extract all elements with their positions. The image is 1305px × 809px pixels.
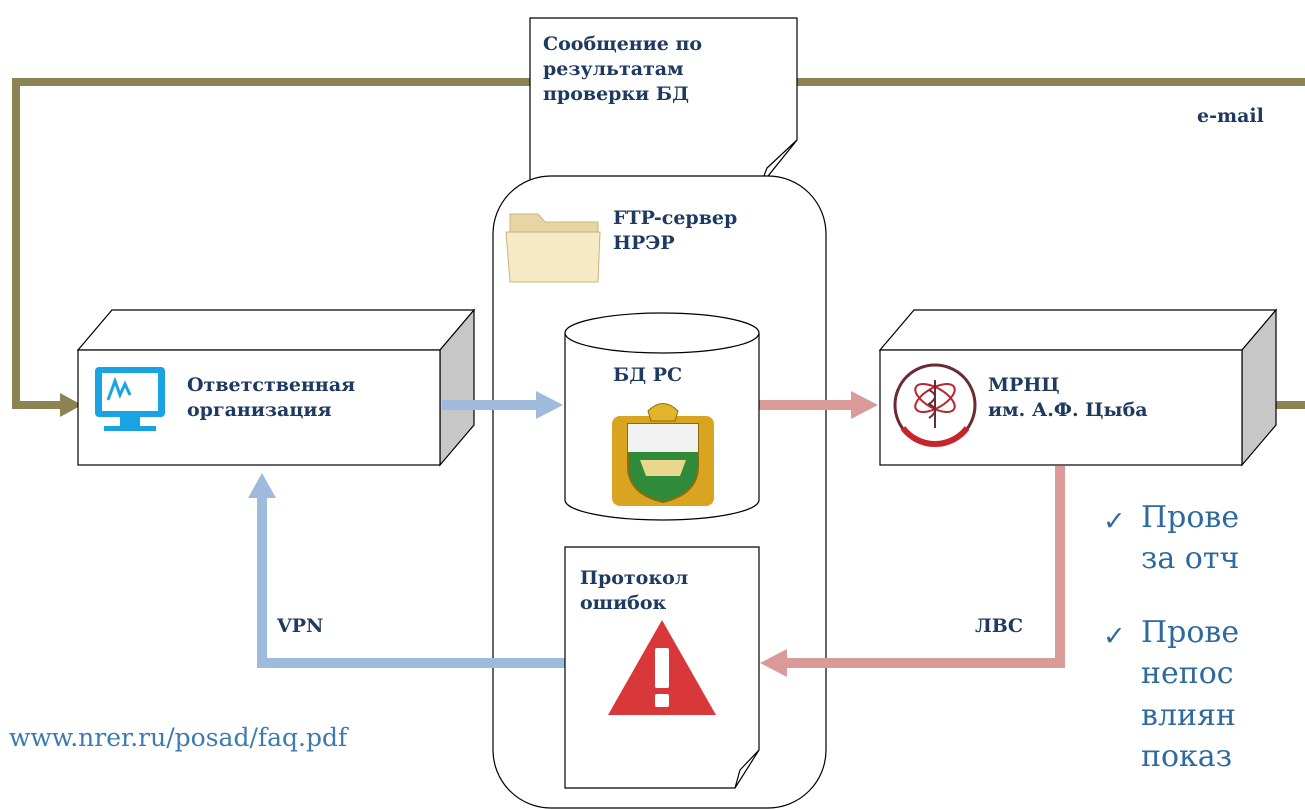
checkmark-icon: ✓ (1103, 506, 1126, 537)
checklist-item-2-line-4: показ (1141, 739, 1233, 775)
error-protocol-line-2: ошибок (580, 592, 667, 615)
message-note-text: Сообщение по результатам проверки БД (543, 32, 702, 107)
checklist-item-2-line-1: Прове (1141, 615, 1240, 650)
db-label: БД РС (613, 364, 683, 386)
ftp-server-label: FTP-сервер НРЭР (613, 206, 737, 256)
monitor-icon (95, 367, 165, 431)
faq-url: www.nrer.ru/posad/faq.pdf (9, 723, 348, 752)
checklist-item-2-line-2: непос (1141, 656, 1234, 692)
ftp-server-line-1: FTP-сервер (613, 207, 738, 229)
mrnc-label: МРНЦ им. А.Ф. Цыба (988, 373, 1148, 423)
responsible-org-line-2: организация (187, 399, 332, 422)
vpn-flow-line (248, 391, 565, 668)
checklist-item-2-line-3: влиян (1141, 697, 1236, 733)
folder-icon (505, 213, 601, 283)
mrnc-logo-icon (893, 363, 977, 447)
mrnc-line-2: им. А.Ф. Цыба (988, 399, 1148, 422)
responsible-org-line-1: Ответственная (187, 374, 356, 396)
coat-of-arms-icon (612, 403, 714, 506)
ftp-server-line-2: НРЭР (613, 232, 675, 255)
message-note-line-3: проверки БД (543, 83, 689, 106)
error-protocol-label: Протокол ошибок (580, 566, 688, 616)
checklist-item-1: Прове за отч (1141, 497, 1239, 580)
lan-flow-line (757, 391, 1065, 677)
error-protocol-line-1: Протокол (580, 567, 689, 589)
message-note-line-1: Сообщение по (543, 33, 703, 55)
checklist-item-1-line-1: Прове (1141, 500, 1240, 535)
checklist-item-1-line-2: за отч (1141, 541, 1240, 577)
message-note (529, 17, 798, 187)
checklist-item-2: Прове непос влиян показ (1141, 612, 1239, 778)
vpn-label: VPN (277, 615, 324, 637)
checkmark-icon: ✓ (1103, 621, 1126, 652)
email-label: e-mail (1197, 105, 1264, 127)
lan-label: ЛВС (975, 615, 1023, 637)
message-note-line-2: результатам (543, 58, 684, 81)
warning-icon (608, 620, 716, 715)
mrnc-line-1: МРНЦ (988, 374, 1060, 396)
responsible-org-label: Ответственная организация (187, 373, 355, 423)
